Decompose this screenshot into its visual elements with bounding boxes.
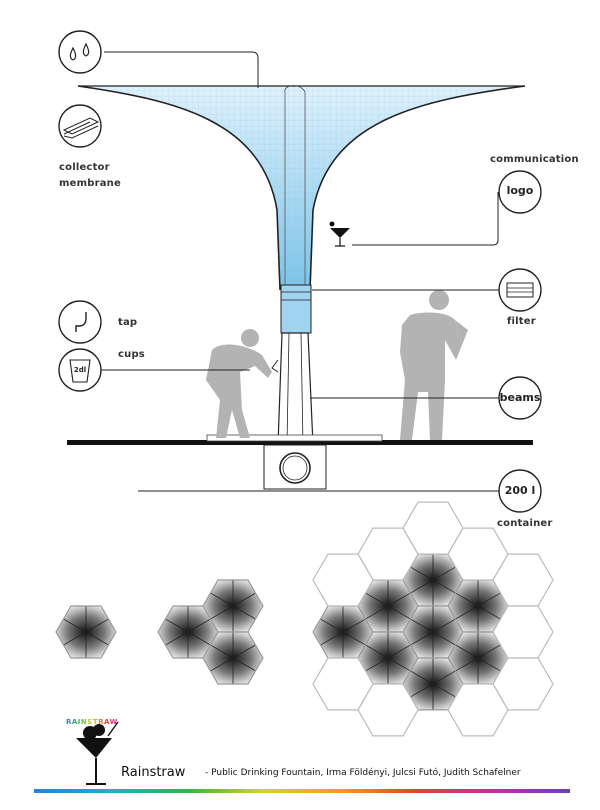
tap-label: tap	[118, 317, 138, 328]
hexagon-rib	[232, 605, 256, 620]
tank-bubble	[498, 469, 542, 513]
hexagon-rib	[232, 644, 256, 659]
filter-section	[280, 284, 312, 334]
hexagon-rib	[187, 618, 211, 633]
hexagon-rib	[477, 644, 501, 659]
hexagon-rib	[432, 683, 456, 698]
hexagon-rib	[320, 631, 344, 646]
color-bar	[34, 789, 570, 793]
hexagon-rib	[410, 579, 434, 594]
hexagon-rib	[455, 592, 479, 607]
hexagon-empty	[312, 553, 374, 607]
hexagon-rib	[410, 683, 434, 698]
drops-bubble	[58, 30, 102, 74]
hexagon-rib	[432, 566, 456, 581]
collector-label-line2: membrane	[59, 178, 121, 189]
rainstraw-logo	[76, 721, 119, 785]
hexagon-rib	[85, 618, 109, 633]
tap-icon	[75, 312, 87, 332]
hexagon-rib	[210, 592, 234, 607]
base-plinth	[206, 434, 383, 442]
hexagon-rib	[232, 657, 256, 672]
hexagon-rib	[85, 631, 109, 646]
hexagon-rib	[342, 618, 366, 633]
hexagon-rib	[455, 605, 479, 620]
person-silhouette-standing	[400, 290, 468, 440]
person-silhouette-drinking	[206, 329, 272, 438]
hexagon-rib	[187, 631, 211, 646]
footer-subtitle: - Public Drinking Fountain, Irma Földény…	[205, 768, 521, 778]
brand-wordmark: RAINSTRAW	[66, 718, 118, 726]
hexagon-rib	[320, 618, 344, 633]
cup-bubble	[58, 348, 102, 392]
hexagon-rib	[455, 644, 479, 659]
hexagon-rib	[210, 657, 234, 672]
hexagon-configurations	[55, 501, 554, 737]
container-label: container	[497, 518, 553, 529]
hexagon-rib	[477, 592, 501, 607]
hexagon-rib	[387, 605, 411, 620]
cups-label: cups	[118, 349, 145, 360]
beams-bubble	[498, 376, 542, 420]
hexagon-rib	[410, 618, 434, 633]
hexagon-rib	[342, 631, 366, 646]
water-drops-icon	[69, 42, 90, 61]
membrane-sheet-icon	[62, 117, 100, 139]
hexagon-empty	[447, 683, 509, 737]
hexagon-empty	[357, 683, 419, 737]
hexagon-rib	[432, 579, 456, 594]
hexagon-rib	[210, 605, 234, 620]
beams-text: beams	[499, 391, 541, 404]
hexagon-rib	[232, 592, 256, 607]
hexagon-rib	[410, 566, 434, 581]
hexagon-rib	[365, 592, 389, 607]
underground-container	[263, 444, 327, 490]
collector-label-line1: collector	[59, 162, 110, 173]
hexagon-rib	[477, 657, 501, 672]
support-column	[271, 332, 314, 446]
filter-label: filter	[507, 316, 536, 327]
tank-volume-text: 200 l	[504, 484, 536, 497]
hexagon-rib	[63, 618, 87, 633]
footer-title: Rainstraw	[121, 765, 186, 780]
collector-funnel	[77, 85, 526, 291]
membrane-bubble	[58, 104, 102, 148]
hexagon-rib	[365, 644, 389, 659]
hexagon-rib	[387, 657, 411, 672]
hexagon-rib	[365, 657, 389, 672]
hexagon-rib	[410, 670, 434, 685]
hexagon-rib	[387, 644, 411, 659]
callout-lines	[94, 51, 500, 492]
ground-line	[67, 440, 533, 445]
cup-icon	[69, 359, 91, 383]
hexagon-rib	[432, 618, 456, 633]
hexagon-rib	[365, 605, 389, 620]
hexagon-rib	[455, 657, 479, 672]
hexagon-rib	[432, 631, 456, 646]
hexagon-rib	[432, 670, 456, 685]
hexagon-rib	[63, 631, 87, 646]
hexagon-rib	[165, 618, 189, 633]
hexagon-rib	[387, 592, 411, 607]
cup-volume-text: 2dl	[73, 366, 87, 374]
logo-text: logo	[506, 184, 534, 197]
hexagon-rib	[410, 631, 434, 646]
filter-bubble	[498, 268, 542, 312]
hexagon-rib	[165, 631, 189, 646]
communication-label: communication	[490, 154, 579, 165]
logo-bubble	[498, 170, 542, 214]
tap-bubble	[58, 300, 102, 344]
hexagon-rib	[210, 644, 234, 659]
cocktail-glass-icon	[329, 221, 350, 247]
filter-icon	[506, 282, 534, 298]
hexagon-rib	[477, 605, 501, 620]
